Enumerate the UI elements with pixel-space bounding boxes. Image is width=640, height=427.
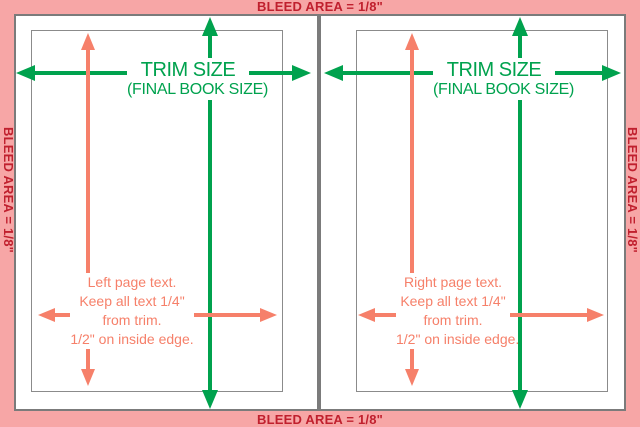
margin-note-line: 1/2" on inside edge. [396,331,520,347]
arrowhead-up-icon [202,17,218,36]
margin-note-line: Left page text. [87,274,177,290]
bleed-area-label-left: BLEED AREA = 1/8" [1,127,16,253]
trim-size-title: TRIM SIZE [446,59,542,81]
margin-note-line: Keep all text 1/4" [79,293,185,309]
arrowhead-right-icon [260,308,277,322]
trim-height-arrow-left-page [201,17,219,409]
text-margin-height-arrow-right-page [405,33,419,386]
bleed-area-label-top: BLEED AREA = 1/8" [257,0,383,14]
arrow-shaft [518,32,522,394]
arrowhead-down-icon [81,369,95,386]
margin-note-line: from trim. [102,312,162,328]
arrowhead-right-icon [292,65,311,81]
bleed-area-label-bottom: BLEED AREA = 1/8" [257,412,383,427]
margin-note-right-page: Right page text. Keep all text 1/4" from… [396,273,520,349]
bleed-area-label-right: BLEED AREA = 1/8" [625,127,640,253]
trim-size-subtitle: (FINAL BOOK SIZE) [127,81,268,98]
margin-note-line: Keep all text 1/4" [400,293,506,309]
trim-height-arrow-right-page [511,17,529,409]
arrowhead-left-icon [324,65,343,81]
margin-note-left-page: Left page text. Keep all text 1/4" from … [70,273,194,349]
arrowhead-down-icon [202,390,218,409]
left-trim-box [31,30,283,392]
arrowhead-left-icon [38,308,55,322]
arrowhead-down-icon [512,390,528,409]
arrowhead-right-icon [587,308,604,322]
arrow-shaft [410,48,414,371]
arrowhead-up-icon [405,33,419,50]
arrow-shaft [86,48,90,371]
margin-note-line: from trim. [423,312,483,328]
arrowhead-right-icon [602,65,621,81]
trim-size-label-left-page: TRIM SIZE (FINAL BOOK SIZE) [127,58,268,100]
arrowhead-up-icon [512,17,528,36]
arrowhead-down-icon [405,369,419,386]
arrowhead-left-icon [358,308,375,322]
margin-note-line: 1/2" on inside edge. [70,331,194,347]
margin-note-line: Right page text. [403,274,503,290]
text-margin-height-arrow-left-page [81,33,95,386]
arrowhead-up-icon [81,33,95,50]
arrowhead-left-icon [16,65,35,81]
trim-size-title: TRIM SIZE [140,59,236,81]
trim-size-label-right-page: TRIM SIZE (FINAL BOOK SIZE) [433,58,574,100]
arrow-shaft [208,32,212,394]
trim-size-subtitle: (FINAL BOOK SIZE) [433,81,574,98]
right-trim-box [356,30,608,392]
